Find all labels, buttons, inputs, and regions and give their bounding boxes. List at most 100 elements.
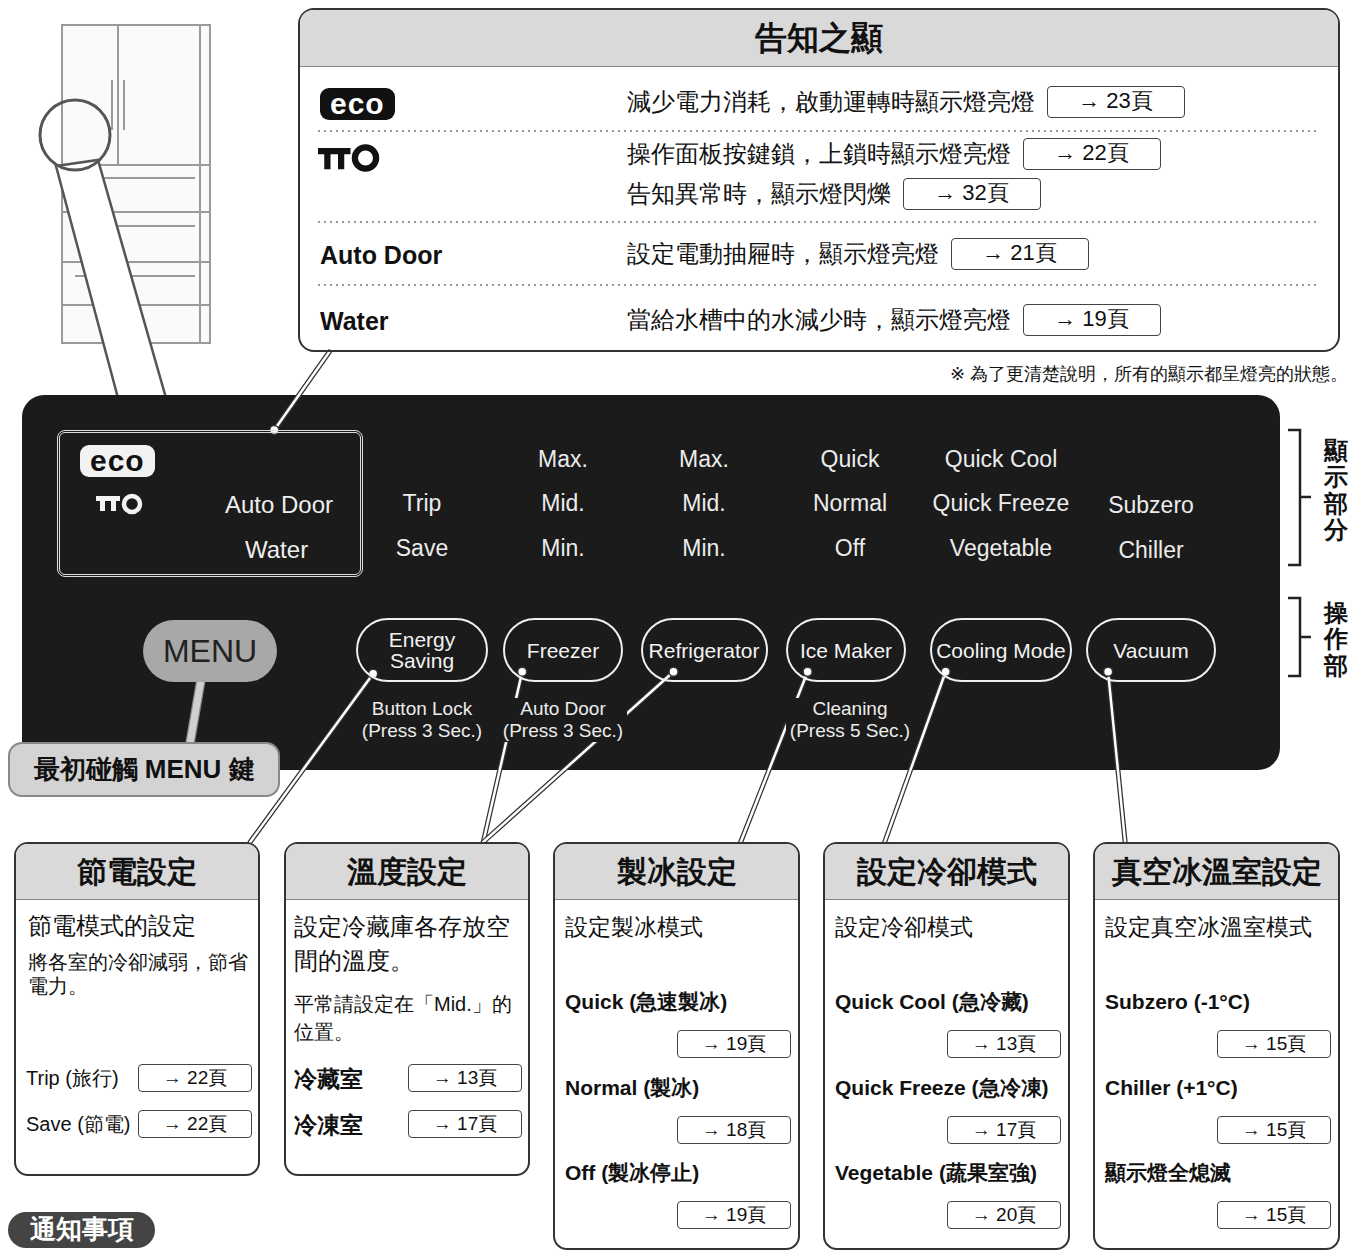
panel-label: Off: [832, 535, 868, 561]
panel-label: Save: [393, 535, 451, 561]
node-text: 設定製冰模式: [565, 914, 703, 942]
row-separator: [318, 131, 1320, 285]
node-text: → 17頁: [433, 1113, 497, 1136]
page-reference: → 22頁: [138, 1110, 252, 1138]
leader-outline: [483, 672, 673, 842]
node-text: 冷凍室: [294, 1112, 363, 1140]
panel-label: Button Lock (Press 3 Sec.): [358, 698, 486, 742]
leader-dot: [669, 667, 678, 676]
panel-label: Min.: [538, 535, 587, 561]
node-text: → 15頁: [1242, 1119, 1306, 1142]
node-text: 通知事項: [30, 1214, 134, 1245]
node-text: Vegetable (蔬果室強): [835, 1160, 1037, 1185]
leader-dot: [941, 667, 950, 676]
node-text: Water: [320, 306, 389, 336]
page-reference: → 15頁: [1217, 1030, 1331, 1058]
settings-card: 設定冷卻模式設定冷卻模式Quick Cool (急冷藏)Quick Freeze…: [823, 842, 1070, 1250]
node-text: Trip (旅行): [26, 1066, 119, 1090]
page-reference: → 22頁: [1023, 138, 1161, 170]
page-reference: → 22頁: [138, 1064, 252, 1092]
page-reference: → 20頁: [947, 1201, 1061, 1229]
leader-group: [190, 682, 200, 742]
node-text: → 20頁: [972, 1204, 1036, 1227]
node-text: 冷藏室: [294, 1066, 363, 1094]
leader-line: [1108, 672, 1125, 842]
page-reference: → 15頁: [1217, 1116, 1331, 1144]
panel-button: Ice Maker: [786, 618, 906, 682]
node-text: Refrigerator: [649, 640, 760, 661]
eco-icon: eco: [320, 88, 395, 120]
node-text: 顯示燈全熄滅: [1105, 1160, 1231, 1185]
page-reference: → 13頁: [408, 1064, 522, 1092]
card-heading: 設定冷卻模式: [825, 844, 1068, 900]
magnifier-circle: [40, 100, 110, 170]
leader-group: [885, 667, 950, 842]
menu-button: MENU: [143, 620, 277, 682]
leader-outline: [1108, 672, 1125, 842]
leader-dot: [1104, 667, 1113, 676]
settings-card: 溫度設定設定冷藏庫各存放空間的溫度。平常請設定在「Mid.」的位置。冷藏室冷凍室…: [284, 842, 530, 1176]
control-panel: [22, 395, 1280, 770]
panel-label: Mid.: [538, 490, 587, 516]
panel-label: Quick Cool: [942, 446, 1060, 472]
panel-label: Max.: [535, 446, 591, 472]
panel-label: Normal: [810, 490, 890, 516]
page-reference: → 19頁: [677, 1201, 791, 1229]
callout-bubble: 最初碰觸 MENU 鍵: [8, 742, 280, 797]
section-label: 顯示部分: [1324, 438, 1348, 544]
page-reference: → 17頁: [947, 1116, 1061, 1144]
page-reference: → 15頁: [1217, 1201, 1331, 1229]
node-text: → 13頁: [972, 1033, 1036, 1056]
settings-card: 真空冰溫室設定設定真空冰溫室模式Subzero (-1°C)Chiller (+…: [1093, 842, 1340, 1250]
panel-label: Quick: [818, 446, 883, 472]
section-label: 操作部: [1324, 600, 1348, 679]
node-text: Save (節電): [26, 1112, 130, 1136]
settings-card: 製冰設定設定製冰模式 Quick (急速製冰) Normal (製冰) Off (製冰…: [553, 842, 800, 1250]
page-reference: → 23頁: [1047, 86, 1185, 118]
node-text: Cooling Mode: [936, 640, 1066, 661]
page-reference: → 13頁: [947, 1030, 1061, 1058]
node-text: → 22頁: [1054, 140, 1129, 166]
node-text: Subzero (-1°C): [1105, 989, 1250, 1014]
node-text: 將各室的冷卻減弱，節省電力。: [28, 950, 250, 998]
lock-icon: [318, 147, 376, 169]
page-reference: → 21頁: [951, 238, 1089, 270]
node-text: → 23頁: [1078, 88, 1153, 114]
node-text: 設定冷藏庫各存放空間的溫度。: [294, 910, 526, 977]
card-heading: 真空冰溫室設定: [1095, 844, 1338, 900]
notice-box: 告知之顯eco減少電力消耗，啟動運轉時顯示燈亮燈操作面板按鍵鎖，上鎖時顯示燈亮燈…: [298, 8, 1340, 352]
panel-label: Vegetable: [947, 535, 1055, 561]
node-text: 最初碰觸 MENU 鍵: [34, 754, 255, 785]
leader-dot: [518, 667, 527, 676]
node-text: Quick Cool (急冷藏): [835, 989, 1029, 1014]
leader-outline: [190, 682, 200, 742]
node-text: Water: [245, 536, 308, 565]
panel-label: Chiller: [1115, 537, 1186, 563]
node-text: 設定真空冰溫室模式: [1105, 914, 1312, 942]
node-text: Quick (急速製冰): [565, 989, 727, 1014]
node-text: 節電模式的設定: [28, 912, 196, 941]
panel-button: Freezer: [503, 618, 623, 682]
node-text: Vacuum: [1113, 640, 1188, 661]
leader-dot: [803, 667, 812, 676]
leader-line: [190, 682, 200, 742]
node-text: Auto Door: [225, 491, 333, 520]
magnifier-wedge: [56, 160, 166, 398]
leader-line: [483, 672, 673, 842]
leader-group: [270, 352, 330, 435]
display-panel: ecoAuto DoorWater: [57, 430, 363, 577]
node-text: MENU: [163, 632, 257, 670]
node-text: → 17頁: [972, 1119, 1036, 1142]
panel-label: Trip: [400, 490, 445, 516]
node-text: Off (製冰停止): [565, 1160, 699, 1185]
card-heading: 溫度設定: [286, 844, 528, 900]
eco-icon: eco: [80, 445, 155, 477]
node-text: → 15頁: [1242, 1204, 1306, 1227]
card-heading: 告知之顯: [300, 10, 1338, 67]
page-reference: → 32頁: [903, 178, 1041, 210]
leader-line: [274, 352, 329, 430]
node-text: → 22頁: [163, 1113, 227, 1136]
node-text: Normal (製冰): [565, 1075, 699, 1100]
node-text: → 18頁: [702, 1119, 766, 1142]
card-heading: 製冰設定: [555, 844, 798, 900]
